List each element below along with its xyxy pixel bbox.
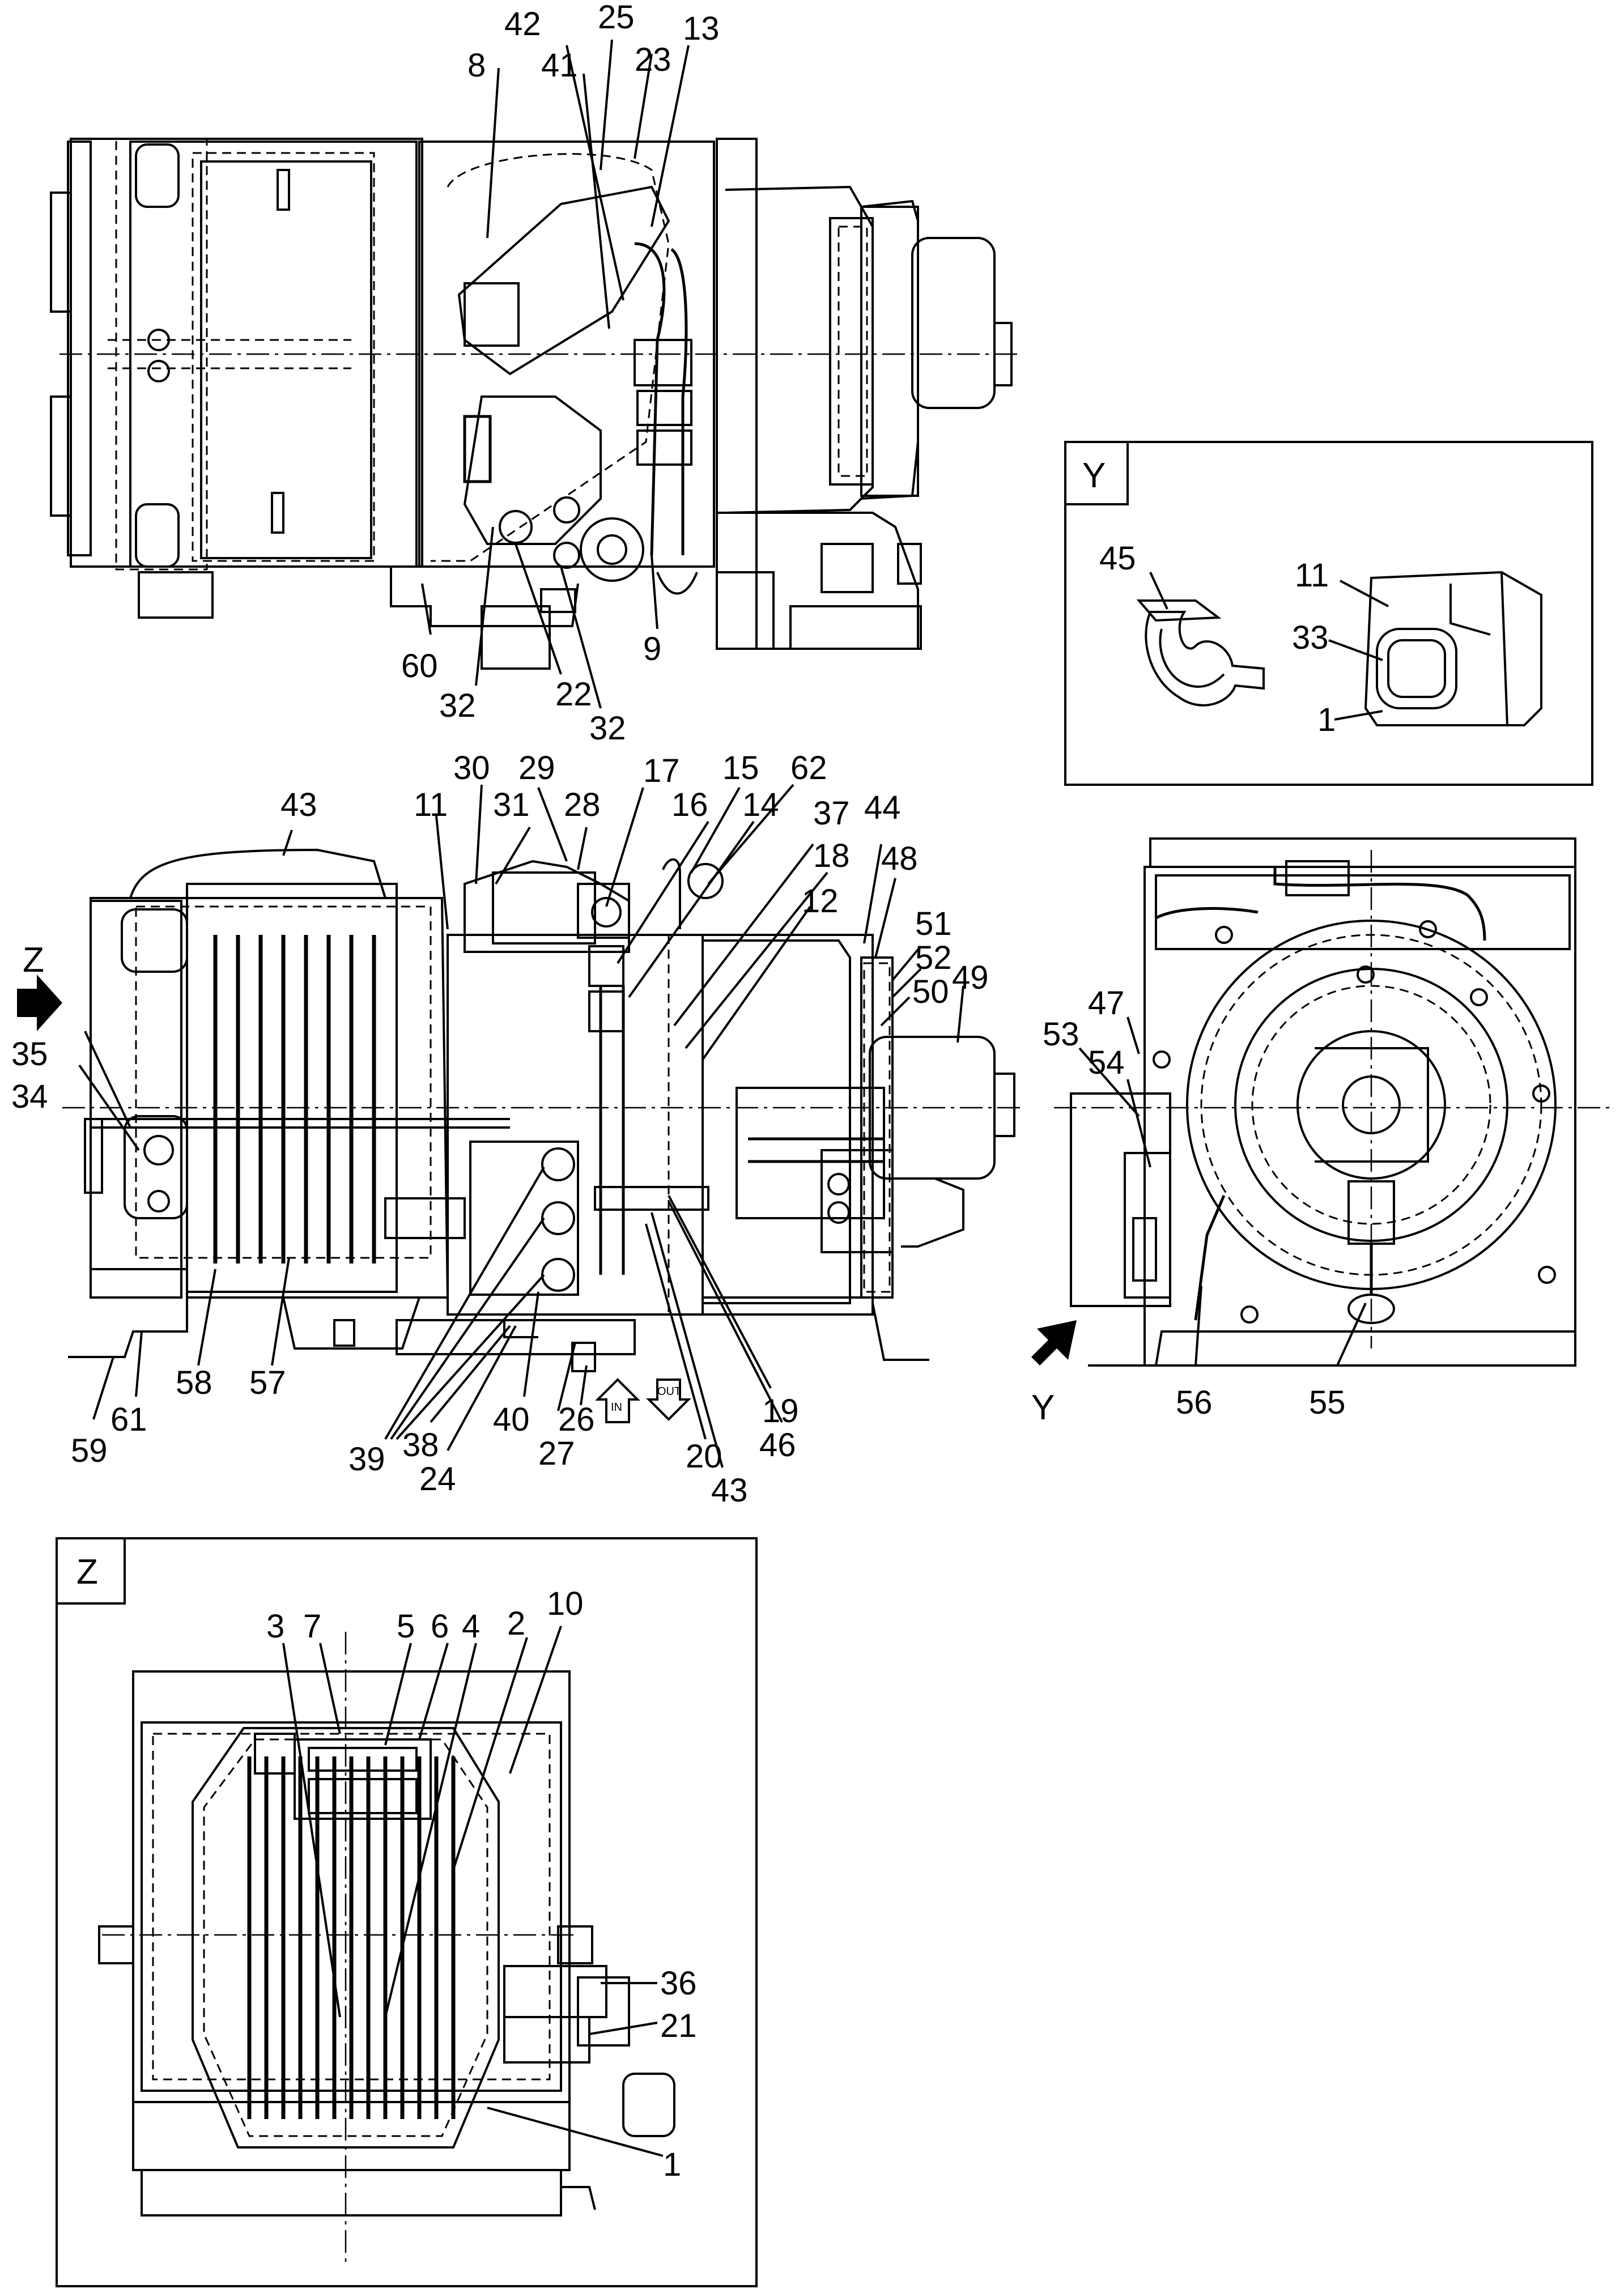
callout-label: 24 (419, 1461, 456, 1498)
callout-label: 57 (249, 1364, 286, 1401)
callout-label: 35 (11, 1036, 48, 1073)
arrow-y-label: Y (1031, 1388, 1055, 1427)
callout-label: 19 (762, 1393, 799, 1430)
front-view-leaders (78, 784, 964, 1468)
callout-label: 36 (660, 1965, 697, 2002)
view-y-tag: Y (1082, 456, 1106, 495)
callout-label: 43 (280, 786, 317, 823)
callout-label: 9 (643, 631, 661, 667)
callout-label: 12 (802, 883, 839, 920)
callout-label: 49 (952, 959, 989, 996)
callout-label: 52 (915, 939, 952, 976)
callout-label: 54 (1088, 1044, 1125, 1081)
callout-label: 31 (493, 786, 530, 823)
callout-label: 11 (414, 786, 448, 823)
callout-label: 3 (266, 1608, 284, 1645)
callout-label: 25 (598, 0, 635, 36)
callout-label: 42 (504, 6, 541, 42)
callout-label: 58 (176, 1364, 212, 1401)
callout-label: 27 (538, 1435, 575, 1472)
callout-label: 5 (397, 1608, 415, 1645)
callout-label: 22 (555, 676, 592, 713)
callout-label: 21 (660, 2007, 697, 2044)
callout-label: 1 (1317, 701, 1336, 738)
flow-in-label: IN (611, 1401, 622, 1414)
callout-label: 14 (742, 786, 779, 823)
callout-label: 47 (1088, 985, 1125, 1022)
callout-label: 62 (790, 750, 827, 786)
callout-label: 44 (864, 789, 901, 826)
arrow-right-icon (17, 975, 62, 1031)
callout-label: 39 (348, 1441, 385, 1478)
callout-label: 59 (71, 1432, 108, 1469)
callout-label: 40 (493, 1401, 530, 1438)
callout-label: 2 (507, 1605, 525, 1642)
callout-label: 26 (558, 1401, 595, 1438)
callout-label: 56 (1176, 1384, 1213, 1421)
callout-label: 60 (401, 648, 438, 684)
callout-label: 33 (1292, 619, 1329, 656)
callout-label: 37 (813, 795, 850, 832)
callout-label: 53 (1043, 1016, 1079, 1053)
callout-label: 38 (402, 1427, 439, 1464)
flow-out-label: OUT (657, 1385, 681, 1398)
front-view-callouts: 43 30 29 17 15 62 11 31 28 16 14 37 44 1… (11, 750, 989, 1509)
callout-label: 15 (722, 750, 759, 786)
callout-label: 48 (881, 840, 918, 877)
callout-label: 51 (915, 905, 952, 942)
view-z-tag: Z (76, 1552, 98, 1592)
callout-label: 11 (1295, 557, 1329, 594)
callout-label: 4 (462, 1608, 480, 1645)
callout-label: 32 (439, 687, 476, 724)
callout-label: 13 (683, 10, 720, 47)
callout-label: 28 (564, 786, 601, 823)
callout-label: 20 (686, 1438, 722, 1475)
callout-label: 1 (663, 2146, 681, 2183)
callout-label: 17 (643, 752, 680, 789)
arrow-up-right-icon (1031, 1320, 1077, 1365)
callout-label: 41 (541, 47, 578, 84)
flow-in-arrow-icon (595, 1378, 640, 1423)
callout-label: 46 (759, 1427, 796, 1464)
side-view-callouts: 47 53 54 56 55 (1043, 985, 1346, 1421)
front-view (62, 848, 1026, 1423)
callout-label: 8 (467, 47, 486, 84)
flow-out-arrow-icon (646, 1379, 691, 1421)
arrow-z-label: Z (23, 941, 44, 980)
callout-label: 61 (110, 1401, 147, 1438)
callout-label: 45 (1099, 540, 1136, 577)
callout-label: 16 (671, 786, 708, 823)
callout-label: 50 (912, 973, 949, 1010)
side-view-leaders (1078, 1016, 1367, 1366)
view-y: Y 45 11 33 1 (1064, 441, 1593, 786)
side-view: Y (1031, 837, 1615, 1427)
callout-label: 7 (303, 1608, 321, 1645)
callout-label: 32 (589, 710, 626, 747)
callout-label: 10 (547, 1585, 584, 1622)
callout-label: 43 (711, 1472, 748, 1509)
callout-label: 6 (431, 1608, 449, 1645)
callout-label: 34 (11, 1078, 48, 1115)
top-view (50, 138, 1023, 670)
callout-label: 30 (453, 750, 490, 786)
callout-label: 55 (1309, 1384, 1346, 1421)
top-view-leaders (421, 39, 690, 709)
callout-label: 29 (518, 750, 555, 786)
top-view-callouts: 42 25 13 8 41 23 60 32 22 32 9 (401, 0, 720, 747)
callout-label: 18 (813, 837, 850, 874)
callout-label: 23 (635, 41, 671, 78)
view-z: Z (56, 1537, 758, 2287)
